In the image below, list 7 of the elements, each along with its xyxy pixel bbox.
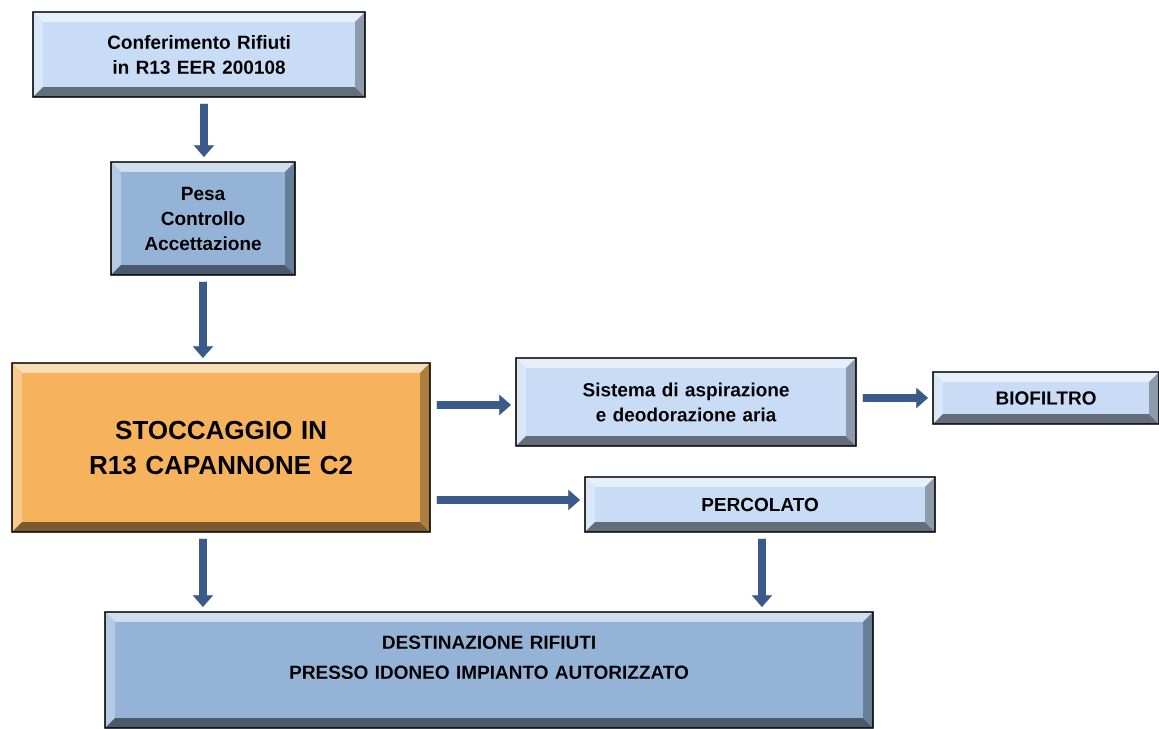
process-box: BIOFILTRO [932, 371, 1159, 425]
process-box: PERCOLATO [584, 476, 936, 533]
storage-box: STOCCAGGIO IN R13 CAPANNONE C2 [11, 362, 431, 533]
process-box: Conferimento Rifiuti in R13 EER 200108 [32, 11, 366, 98]
process-box: DESTINAZIONE RIFIUTI PRESSO IDONEO IMPIANTO AUTORIZZATO [104, 611, 874, 729]
process-box: Sistema di aspirazione e deodorazione aria [515, 357, 857, 447]
process-box: Pesa Controllo Accettazione [110, 161, 296, 276]
